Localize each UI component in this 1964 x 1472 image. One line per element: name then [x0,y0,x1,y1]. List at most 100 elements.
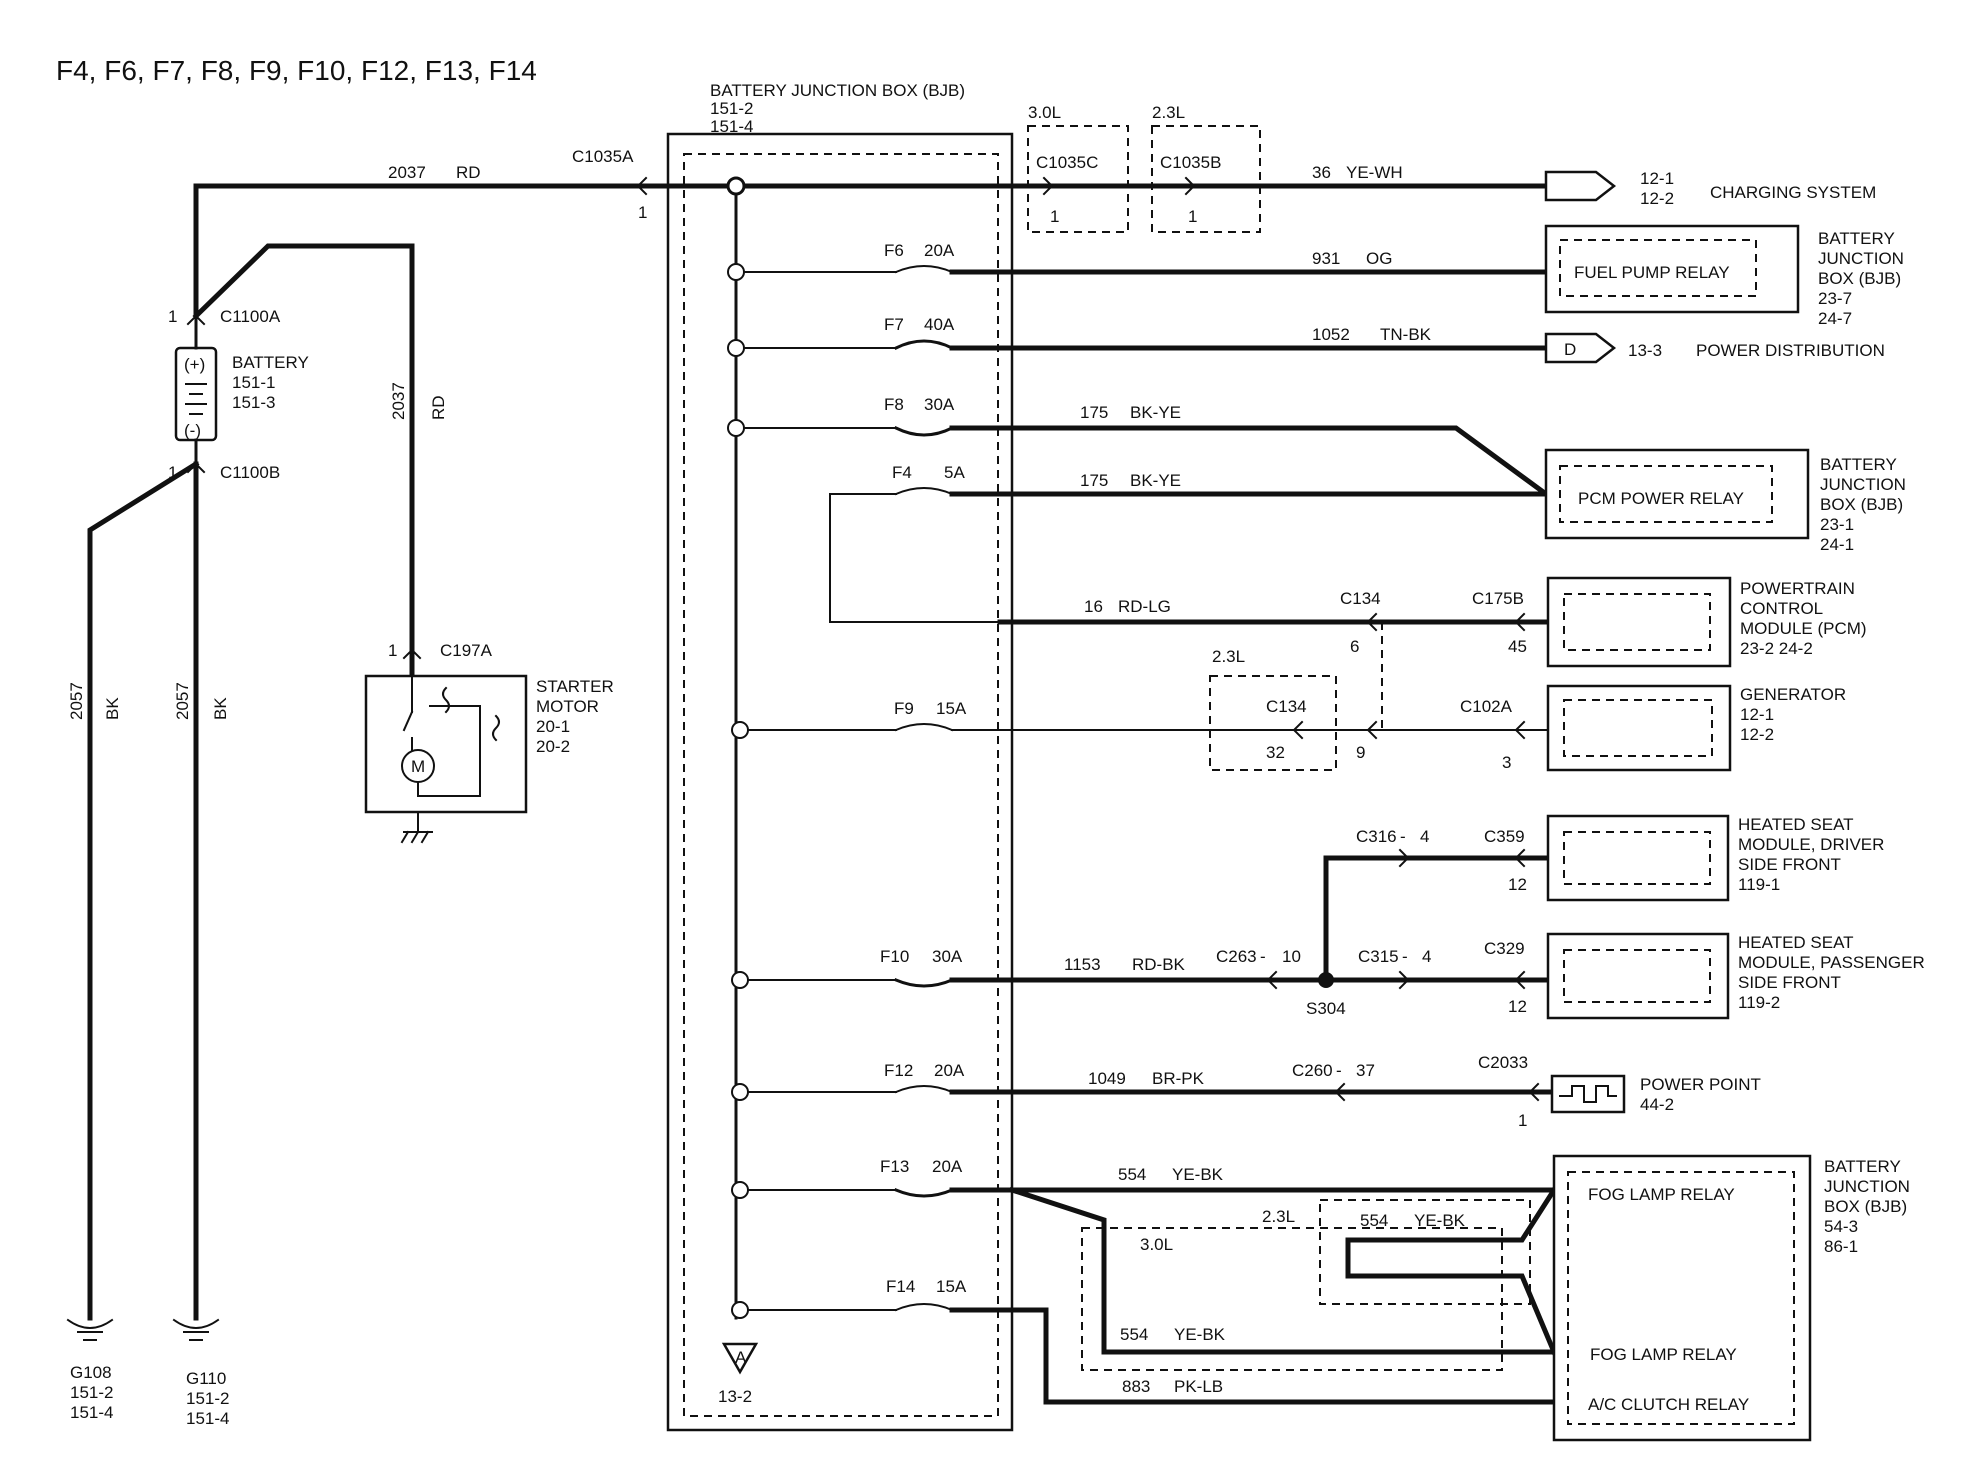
c1035c-pin: 1 [1050,207,1059,226]
c329-label: C329 [1484,939,1525,958]
ac-clutch-relay: A/C CLUTCH RELAY [1588,1395,1749,1414]
page-title: F4, F6, F7, F8, F9, F10, F12, F13, F14 [56,55,537,86]
fuel-pump-relay-name: FUEL PUMP RELAY [1574,263,1730,282]
bjb-ref-2: 151-4 [710,117,753,136]
c1035a-label: C1035A [572,147,634,166]
g110-line-2: 151-2 [186,1389,229,1408]
bjb-enclosure: BATTERY JUNCTION BOX (BJB) 151-2 151-4 A… [666,81,1014,1432]
c1035c-engine: 3.0L [1028,103,1061,122]
fog-box-2: JUNCTION [1824,1177,1910,1196]
fuse-f8-rating: 30A [924,395,955,414]
circuit-f12: F12 20A 1049 BR-PK C260 - 37 C2033 1 POW… [731,1053,1761,1130]
g108-line-1: G108 [70,1363,112,1382]
hsd-line-4: 119-1 [1738,875,1780,894]
c1035b-engine: 2.3L [1152,103,1185,122]
heated-seat-passenger-box [1546,932,1730,1020]
fog-box-1: BATTERY [1824,1157,1901,1176]
c1035b-label: C1035B [1160,153,1221,172]
hsp-line-1: HEATED SEAT [1738,933,1854,952]
hsd-line-1: HEATED SEAT [1738,815,1854,834]
c359-pin: 12 [1508,875,1527,894]
circuit-f13-f14: F13 20A 554 YE-BK 3.0L 2.3L 554 YE-BK 55… [731,1154,1910,1442]
wire-2037-color: RD [456,163,481,182]
wire-554b-color: YE-BK [1414,1211,1466,1230]
wire-2057b-color: BK [211,697,230,720]
c315-label: C315 [1358,947,1399,966]
pcmr-box-2: JUNCTION [1820,475,1906,494]
wire-1049-label: 1049 [1088,1069,1126,1088]
wire-1153-color: RD-BK [1132,955,1186,974]
fpr-box-1: BATTERY [1818,229,1895,248]
c260-dash: - [1336,1061,1342,1080]
wire-554a-color: YE-BK [1172,1165,1224,1184]
fog-relay-2: FOG LAMP RELAY [1590,1345,1737,1364]
wire-883-color: PK-LB [1174,1377,1223,1396]
wire-1153-label: 1153 [1064,955,1101,974]
fuse-f7: F7 [884,315,904,334]
hsp-line-3: SIDE FRONT [1738,973,1841,992]
fog-relay-box [1552,1154,1812,1442]
wire-1052-label: 1052 [1312,325,1350,344]
c1100b-pin: 1 [168,463,177,482]
c1100b-label: C1100B [220,463,280,482]
c1035c-label: C1035C [1036,153,1098,172]
wire-16-label: 16 [1084,597,1103,616]
c1035b-pin: 1 [1188,207,1197,226]
bjb-ground-ref: 13-2 [718,1387,752,1406]
wire-554b-label: 554 [1360,1211,1388,1230]
c134-box-label: C134 [1266,697,1307,716]
circuit-f7: F7 40A 1052 TN-BK D 13-3 POWER DISTRIBUT… [727,315,1885,364]
wire-2057b-label: 2057 [173,682,192,720]
circuit-f10: F10 30A 1153 RD-BK C263 - 10 S304 C315 -… [731,814,1925,1020]
charging-ref-2: 12-2 [1640,189,1674,208]
power-dist-arrow [1544,332,1617,364]
fpr-box-5: 24-7 [1818,309,1852,328]
starter-line-3: 20-1 [536,717,570,736]
fuse-f12-rating: 20A [934,1061,965,1080]
pcmr-box-4: 23-1 [1820,515,1854,534]
starter-line-2: MOTOR [536,697,599,716]
pcm-line-1: POWERTRAIN [1740,579,1855,598]
c263-label: C263 [1216,947,1257,966]
battery-name: BATTERY [232,353,309,372]
c260-pin: 37 [1356,1061,1375,1080]
starter-motor-m: M [411,757,425,776]
bjb-label: BATTERY JUNCTION BOX (BJB) [710,81,965,100]
wire-554a-label: 554 [1118,1165,1146,1184]
c102a-label: C102A [1460,697,1513,716]
fuse-f10-rating: 30A [932,947,963,966]
wire-2037-vert-label: 2037 [389,382,408,420]
c1100a-pin: 1 [168,307,177,326]
g110-line-3: 151-4 [186,1409,229,1428]
c197a-pin: 1 [388,641,397,660]
battery-minus: (-) [184,421,201,440]
fuse-f10: F10 [880,947,909,966]
wire-175b-color: BK-YE [1130,471,1181,490]
wire-36-label: 36 [1312,163,1331,182]
wire-175a-label: 175 [1080,403,1108,422]
wire-1052-color: TN-BK [1380,325,1432,344]
fuse-f8: F8 [884,395,904,414]
wire-931-label: 931 [1312,249,1340,268]
generator-name: GENERATOR [1740,685,1846,704]
generator-ref-2: 12-2 [1740,725,1774,744]
wire-2037-label: 2037 [388,163,426,182]
bjb-ref-1: 151-2 [710,99,753,118]
circuit-pcm: 16 RD-LG C134 6 C175B 45 POWERTRAIN CONT… [829,576,1867,730]
c315-pin: 4 [1422,947,1431,966]
wire-16-color: RD-LG [1118,597,1171,616]
power-point-name: POWER POINT [1640,1075,1761,1094]
fog-30l-label: 3.0L [1140,1235,1173,1254]
wire-554c-color: YE-BK [1174,1325,1226,1344]
circuit-f6: F6 20A 931 OG FUEL PUMP RELAY BATTERY JU… [727,224,1904,328]
wire-2037-vert-color: RD [429,395,448,420]
c134-mid-pin: 9 [1356,743,1365,762]
c1100a-label: C1100A [220,307,281,326]
wire-883-label: 883 [1122,1377,1150,1396]
wire-2037-top: 2037 RD C1035A 1 3.0L C1035C 1 2.3L C103… [193,103,1876,319]
charging-name: CHARGING SYSTEM [1710,183,1876,202]
hsp-line-2: MODULE, PASSENGER [1738,953,1925,972]
c134-box-pin: 32 [1266,743,1285,762]
fuse-f9-rating: 15A [936,699,967,718]
